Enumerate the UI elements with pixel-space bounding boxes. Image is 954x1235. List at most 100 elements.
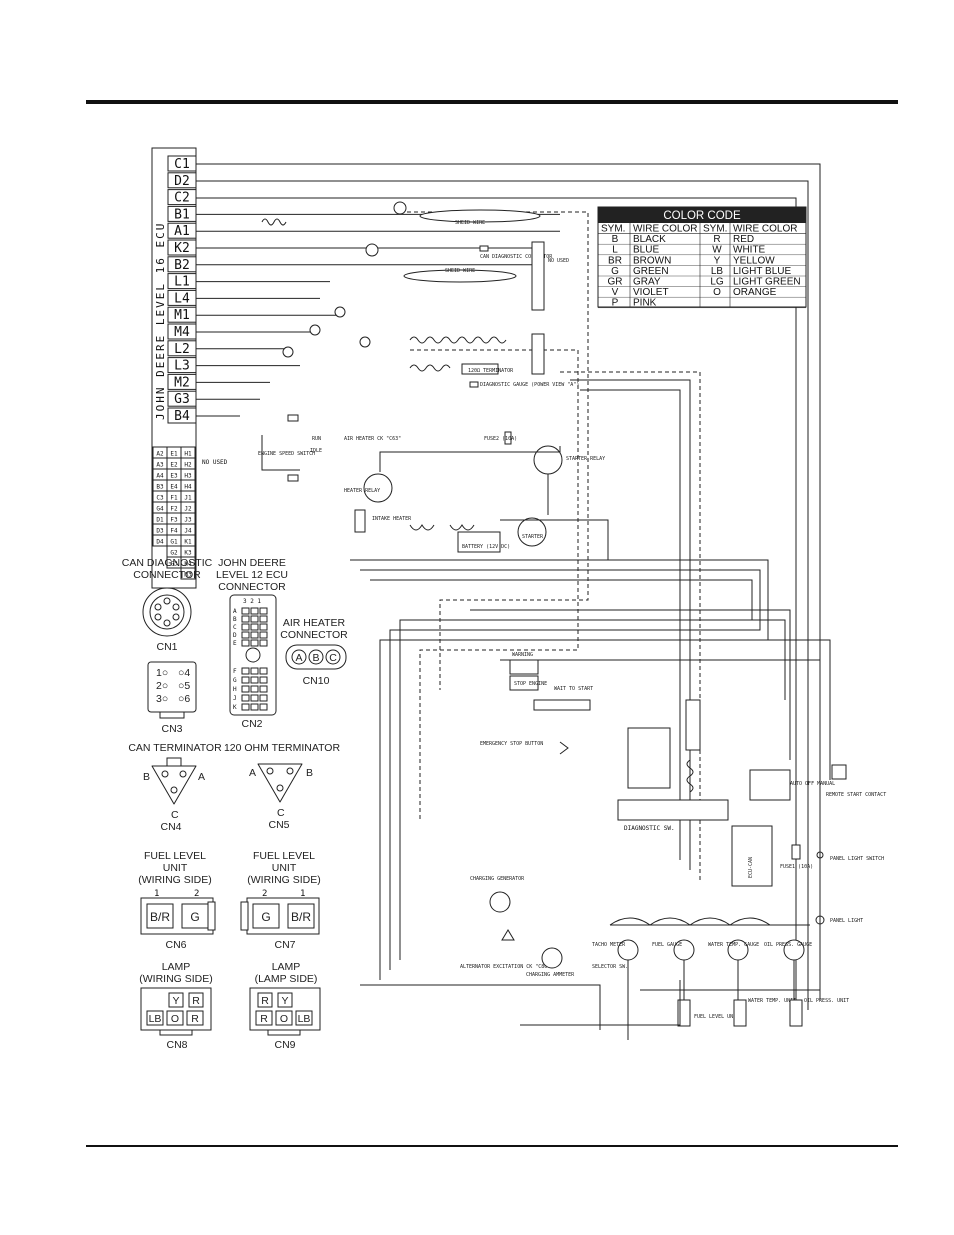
cn4-body <box>151 765 197 805</box>
cn6-num-1: 1 <box>154 889 159 899</box>
color-code-cell: BLUE <box>633 245 659 256</box>
cn2-row-label: A <box>233 608 237 615</box>
cn7-id: CN7 <box>274 939 295 951</box>
lamp-pin: O <box>280 1013 288 1025</box>
ecu-vertical-label: JOHN DEERE LEVEL 16 ECU <box>154 222 167 420</box>
ecu-grid-cell: E4 <box>170 484 178 491</box>
ecu-pin-label: L2 <box>174 342 190 357</box>
color-code-cell: LG <box>710 277 724 288</box>
ecu-pin-label: A1 <box>174 224 190 239</box>
fuel-level-unit-label: FUEL LEVEL UNIT <box>694 1014 739 1020</box>
fuse1-label: FUSE1 (10A) <box>780 864 813 870</box>
cn9-id: CN9 <box>274 1039 295 1051</box>
run-label: RUN <box>312 436 321 442</box>
cn3-pin: ○4 <box>178 667 190 679</box>
ecu-can-label: ECU-CAN <box>748 857 754 878</box>
ecu-grid-cell: C3 <box>156 495 164 502</box>
cn2-id: CN2 <box>241 718 262 730</box>
lamp-pin: R <box>191 1013 199 1025</box>
stop-engine-label: STOP ENGINE <box>514 681 547 687</box>
ecu-pin-label: B4 <box>174 409 190 424</box>
cn6-title-line1: FUEL LEVEL <box>144 850 206 862</box>
ecu-grid-cell: J1 <box>184 495 192 502</box>
ecu-not-used-label: NO USED <box>202 459 228 466</box>
ecu-grid-cell: K4 <box>184 561 192 568</box>
shield-wire-label-2: SHEID WIRE <box>445 268 475 274</box>
cn2-row-label: C <box>233 624 237 631</box>
ecu-grid-cell: J3 <box>184 517 192 524</box>
cn8-title-line1: LAMP <box>162 961 191 973</box>
lamp-pin: LB <box>149 1013 162 1025</box>
ecu-grid-cell: G4 <box>156 506 164 513</box>
battery-label: BATTERY (12V DC) <box>462 544 510 550</box>
cn3-pin: 3○ <box>156 693 168 705</box>
ecu-pin-box <box>167 172 197 189</box>
cn2-row-label: E <box>233 640 237 647</box>
lamp-pin: Y <box>172 995 179 1007</box>
cn5-pin-a: A <box>249 767 256 779</box>
cn10-pin: A <box>295 652 302 664</box>
ecu-grid-cell: B3 <box>156 484 164 491</box>
ecu-pin-label: M4 <box>174 325 190 340</box>
color-code-header-cell: SYM. <box>601 224 625 235</box>
cn9-title-line1: LAMP <box>272 961 301 973</box>
cn5-id: CN5 <box>268 819 289 831</box>
ecu-grid-cell: F3 <box>170 517 178 524</box>
cn4-pin-a: A <box>198 771 205 783</box>
can-diag-label: CAN DIAGNOSTIC CONNECTOR <box>480 254 553 260</box>
charging-ammeter-label: CHARGING AMMETER <box>526 972 575 978</box>
panel-light-switch-label: PANEL LIGHT SWITCH <box>830 856 884 862</box>
color-code-cell: ORANGE <box>733 287 777 298</box>
color-code-cell: R <box>713 234 720 245</box>
ecu-grid-cell: E2 <box>170 462 178 469</box>
cn7-title-line1: FUEL LEVEL <box>253 850 315 862</box>
cn9-title-line2: (LAMP SIDE) <box>255 973 318 985</box>
color-code-cell: B <box>612 234 619 245</box>
cn3-pin: ○5 <box>178 680 190 692</box>
color-code-title: COLOR CODE <box>663 210 741 222</box>
ecu-grid-cell: G3 <box>170 561 178 568</box>
cn10-pin: C <box>329 652 337 664</box>
color-code-cell: GR <box>608 277 623 288</box>
ecu-grid-cell: D3 <box>156 528 164 535</box>
cn4-id: CN4 <box>160 821 181 833</box>
cn2-row-label: H <box>233 686 237 693</box>
color-code-cell: P <box>612 298 619 309</box>
selector-label: SELECTOR SW. <box>592 964 628 970</box>
cn7-pin-2: G <box>261 910 270 924</box>
ecu-pin-label: B1 <box>174 207 190 222</box>
lamp-pin: R <box>260 1013 268 1025</box>
color-code-cell: YELLOW <box>733 255 775 266</box>
shield-wire-label-1: SHEID WIRE <box>455 220 485 226</box>
ecu-grid-cell: K1 <box>184 539 192 546</box>
cn3-pin: 1○ <box>156 667 168 679</box>
color-code-header-cell: WIRE COLOR <box>733 224 797 235</box>
color-code-cell: W <box>712 245 722 256</box>
ecu-pin-label: L1 <box>174 275 190 290</box>
ecu-grid-cell: E1 <box>170 451 178 458</box>
intake-heater-label: INTAKE HEATER <box>372 516 412 522</box>
ecu-grid-cell: D1 <box>156 517 164 524</box>
ecu-grid-cell: G2 <box>170 550 178 557</box>
ecu-pin-label: M2 <box>174 375 190 390</box>
color-code-header-cell: SYM. <box>703 224 727 235</box>
heater-relay-label: HEATER RELAY <box>344 488 380 494</box>
connector-legend: CAN DIAGNOSTIC CONNECTOR CN1 JOHN DEERE … <box>122 557 348 1051</box>
starter-label: STARTER <box>522 534 544 540</box>
oil-press-unit-label: OIL PRESS. UNIT <box>804 998 849 1004</box>
start-circuit: ENGINE SPEED SWITCH IDLE RUN AIR HEATER … <box>258 414 609 560</box>
cn6-title-line2: UNIT <box>163 862 188 874</box>
ecu-pin-label: C1 <box>174 157 190 172</box>
ecu-grid-cell: J2 <box>184 506 192 513</box>
cn3-pin: 2○ <box>156 680 168 692</box>
lamp-pin: O <box>171 1013 179 1025</box>
color-code-cell: PINK <box>633 298 657 309</box>
cn10-id: CN10 <box>303 675 330 687</box>
fuel-gauge-label: FUEL GAUGE <box>652 942 682 948</box>
ecu-grid-cell: A4 <box>156 473 164 480</box>
